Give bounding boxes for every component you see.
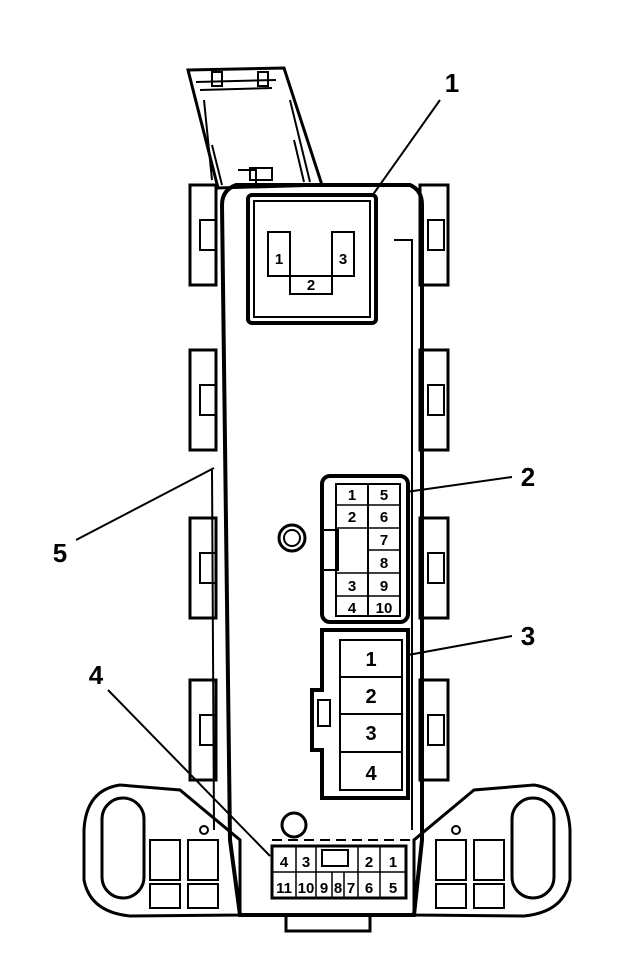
connector-mid-pin: 7 <box>380 532 388 549</box>
right-side-clips <box>418 183 450 782</box>
connector-bottom-pin: 9 <box>320 880 328 897</box>
connector-top: 1 2 3 <box>246 193 378 325</box>
connector-mid-pin: 2 <box>348 509 356 526</box>
connector-top-pin: 2 <box>307 277 315 294</box>
connector-top-pin: 3 <box>339 251 347 268</box>
connector-bottom-pin: 10 <box>298 880 315 897</box>
callout-label-2: 2 <box>521 462 535 492</box>
connector-mid-pin: 9 <box>380 578 388 595</box>
connector-large: 1 2 3 4 <box>310 628 410 800</box>
connector-large-pin: 3 <box>365 723 376 745</box>
connector-bottom-pin: 6 <box>365 880 373 897</box>
connector-bottom-pin: 7 <box>347 880 355 897</box>
connector-mid-pin: 6 <box>380 509 388 526</box>
connector-bottom-pin: 8 <box>334 880 342 897</box>
callout-label-1: 1 <box>445 68 459 98</box>
connector-mid-pin: 10 <box>376 600 393 617</box>
connector-bottom-pin: 4 <box>280 854 289 871</box>
callout-label-5: 5 <box>53 538 67 568</box>
connector-large-pin: 1 <box>365 649 376 671</box>
connector-mid-pin: 1 <box>348 487 356 504</box>
main-housing <box>211 167 424 917</box>
connector-mid-pin: 8 <box>380 555 388 572</box>
connector-top-pin: 1 <box>275 251 283 268</box>
connector-mid-pin: 5 <box>380 487 388 504</box>
callout-leaders <box>75 99 513 857</box>
connector-mid: 1 5 2 6 7 8 3 9 4 10 <box>320 474 410 624</box>
connector-bottom-pin: 5 <box>389 880 397 897</box>
connector-large-pin: 2 <box>365 686 376 708</box>
connector-bottom-pin: 2 <box>365 854 373 871</box>
connector-bottom-pin: 11 <box>276 880 292 897</box>
connector-bottom-pin: 1 <box>389 854 397 871</box>
connector-mid-pin: 3 <box>348 578 356 595</box>
callout-labels: 1 2 3 4 5 <box>53 68 535 690</box>
connector-mid-pin: 4 <box>348 600 357 617</box>
connector-bottom: 4 3 2 1 11 10 9 8 7 6 5 <box>270 839 410 900</box>
mounting-flange <box>82 783 572 933</box>
connector-bottom-pin: 3 <box>302 854 310 871</box>
screw-boss <box>277 523 308 839</box>
callout-label-4: 4 <box>89 660 104 690</box>
connector-large-pin: 4 <box>365 763 377 785</box>
left-side-clips <box>188 183 218 782</box>
callout-label-3: 3 <box>521 621 535 651</box>
